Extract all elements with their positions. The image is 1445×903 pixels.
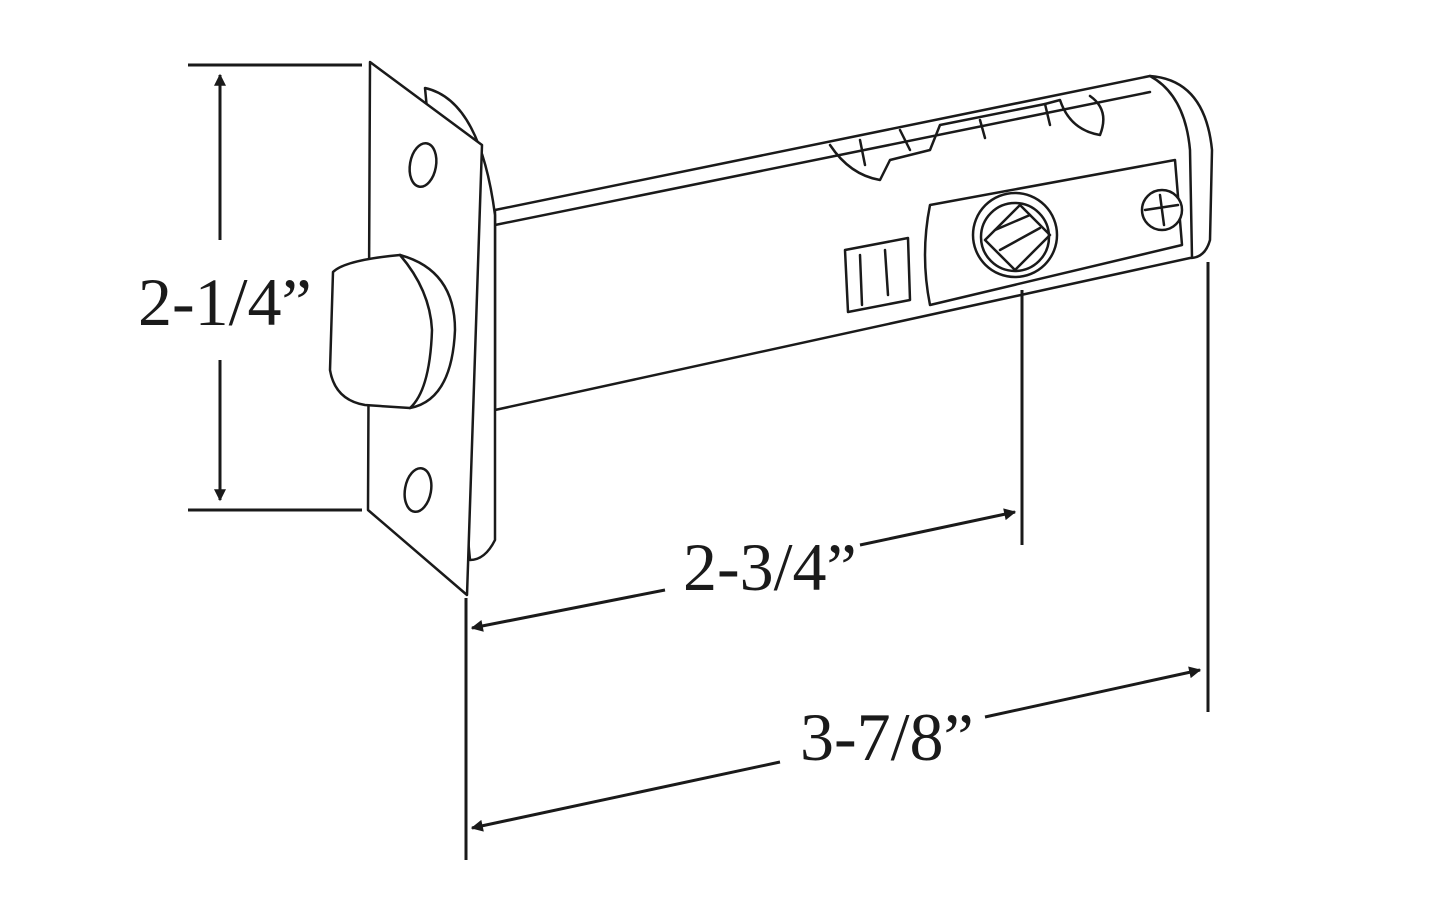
latch-tube [493,74,1214,412]
overall-length-label: 3-7/8” [800,699,974,775]
dimension-lines [188,63,1210,860]
latch-bolt [328,253,457,410]
faceplate-height-label: 2-1/4” [138,264,312,340]
spindle-hole [971,191,1059,279]
backset-label: 2-3/4” [683,529,857,605]
latch-window [843,236,912,314]
